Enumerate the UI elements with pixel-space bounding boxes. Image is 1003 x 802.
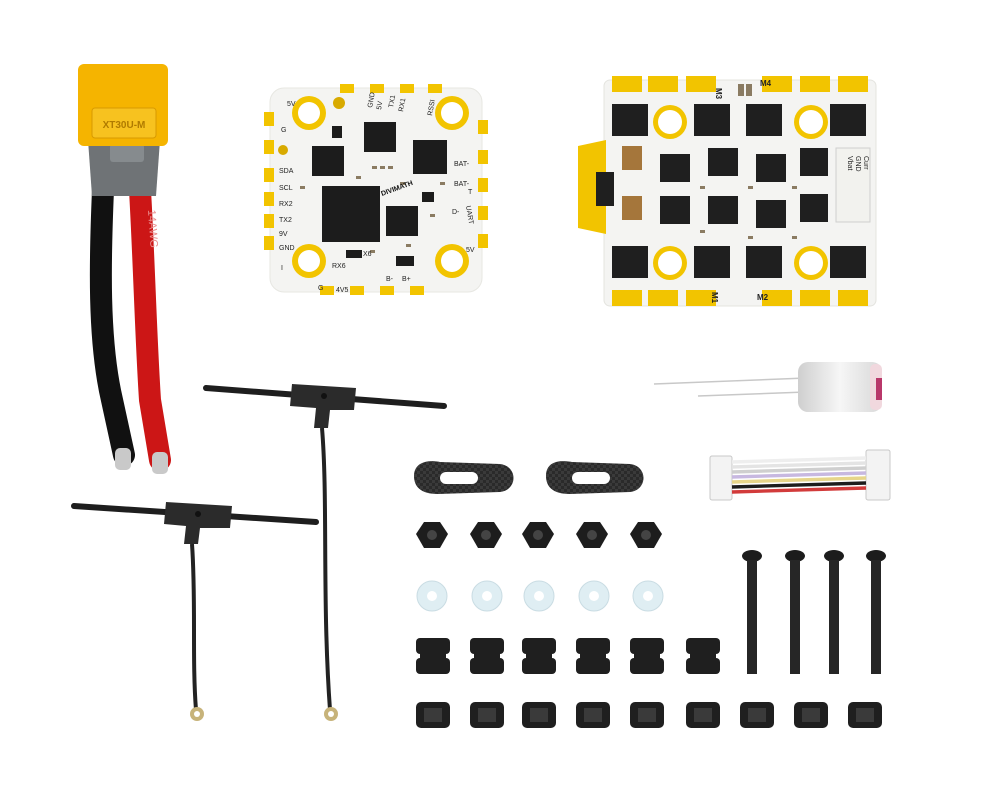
rubber-grommet-short — [470, 702, 504, 728]
rubber-grommet-short — [416, 702, 450, 728]
carbon-plate — [546, 461, 644, 494]
fc-label: BAT- — [454, 181, 470, 188]
fc-label: B- — [386, 276, 394, 283]
rubber-grommet — [686, 638, 720, 674]
rubber-grommet — [522, 638, 556, 674]
fc-label: D- — [452, 209, 460, 216]
fc-label: X6 — [363, 251, 372, 258]
nut — [470, 522, 502, 548]
fc-label: TX2 — [279, 217, 292, 224]
washer — [578, 580, 610, 612]
fc-label: G — [281, 127, 286, 134]
washer — [416, 580, 448, 612]
mcu-chip — [322, 186, 380, 242]
washer — [632, 580, 664, 612]
fc-label: BAT- — [454, 161, 470, 168]
antenna-right — [203, 384, 447, 721]
esc-side-label: Vbat — [846, 156, 853, 170]
antenna-left — [71, 502, 319, 721]
esc-motor-label: M3 — [714, 88, 723, 100]
fc-label: G — [318, 285, 323, 292]
fc-label: UART — [464, 205, 474, 226]
fc-label: 5V — [287, 101, 296, 108]
power-lead: 14AWG XT30U-M — [78, 64, 171, 474]
rubber-grommet — [470, 638, 504, 674]
fc-label: 9V — [279, 231, 288, 238]
screw — [742, 550, 762, 674]
nut — [630, 522, 662, 548]
esc-board: Vbat GND Curr M3 M4 M1 M2 — [578, 76, 877, 307]
washer — [471, 580, 503, 612]
fc-label: T — [468, 189, 473, 196]
fc-label: RX2 — [279, 201, 293, 208]
screw — [824, 550, 844, 674]
esc-side-label: GND — [854, 156, 861, 172]
capacitor — [653, 362, 882, 412]
carbon-plate — [414, 461, 514, 494]
rubber-grommet — [630, 638, 664, 674]
wire-print: 14AWG — [145, 209, 160, 248]
screw — [866, 550, 886, 674]
fc-label: GND — [367, 92, 377, 109]
esc-motor-label: M4 — [760, 79, 772, 88]
fc-label: GND — [279, 245, 295, 252]
rubber-grommet-short — [740, 702, 774, 728]
fc-label: 5V — [466, 247, 475, 254]
black-wire — [89, 179, 135, 466]
screw — [785, 550, 805, 674]
nut — [522, 522, 554, 548]
rubber-grommet-short — [848, 702, 882, 728]
fc-label: SCL — [279, 185, 293, 192]
fc-label: TX1 — [388, 94, 397, 108]
connector-label: XT30U-M — [103, 120, 146, 131]
rubber-grommet-short — [522, 702, 556, 728]
rubber-grommet-short — [576, 702, 610, 728]
fc-label: 5V — [376, 100, 384, 110]
rubber-grommet — [416, 638, 450, 674]
wire-tip-red — [152, 452, 168, 474]
esc-side-label: Curr — [862, 156, 869, 170]
fc-label: 4V5 — [336, 287, 349, 294]
fc-label: SDA — [279, 168, 294, 175]
rubber-grommet-short — [630, 702, 664, 728]
fc-label: B+ — [402, 276, 411, 283]
flight-controller-board: DIVIMATH 5V TX1 RX1 RSSI GND 5V G SDA SC… — [264, 84, 488, 295]
wire-tip-black — [115, 448, 131, 470]
fc-label: RX1 — [398, 98, 407, 113]
esc-motor-label: M2 — [757, 293, 769, 302]
washer — [523, 580, 555, 612]
esc-motor-label: M1 — [710, 292, 719, 304]
rubber-grommet — [576, 638, 610, 674]
rubber-grommet-short — [794, 702, 828, 728]
rubber-grommet-short — [686, 702, 720, 728]
ribbon-cable — [709, 449, 891, 501]
fc-label: RSSI — [427, 99, 437, 116]
nut — [416, 522, 448, 548]
nut — [576, 522, 608, 548]
red-wire — [129, 179, 171, 471]
fc-label: RX6 — [332, 263, 346, 270]
fc-label: I — [281, 265, 283, 272]
